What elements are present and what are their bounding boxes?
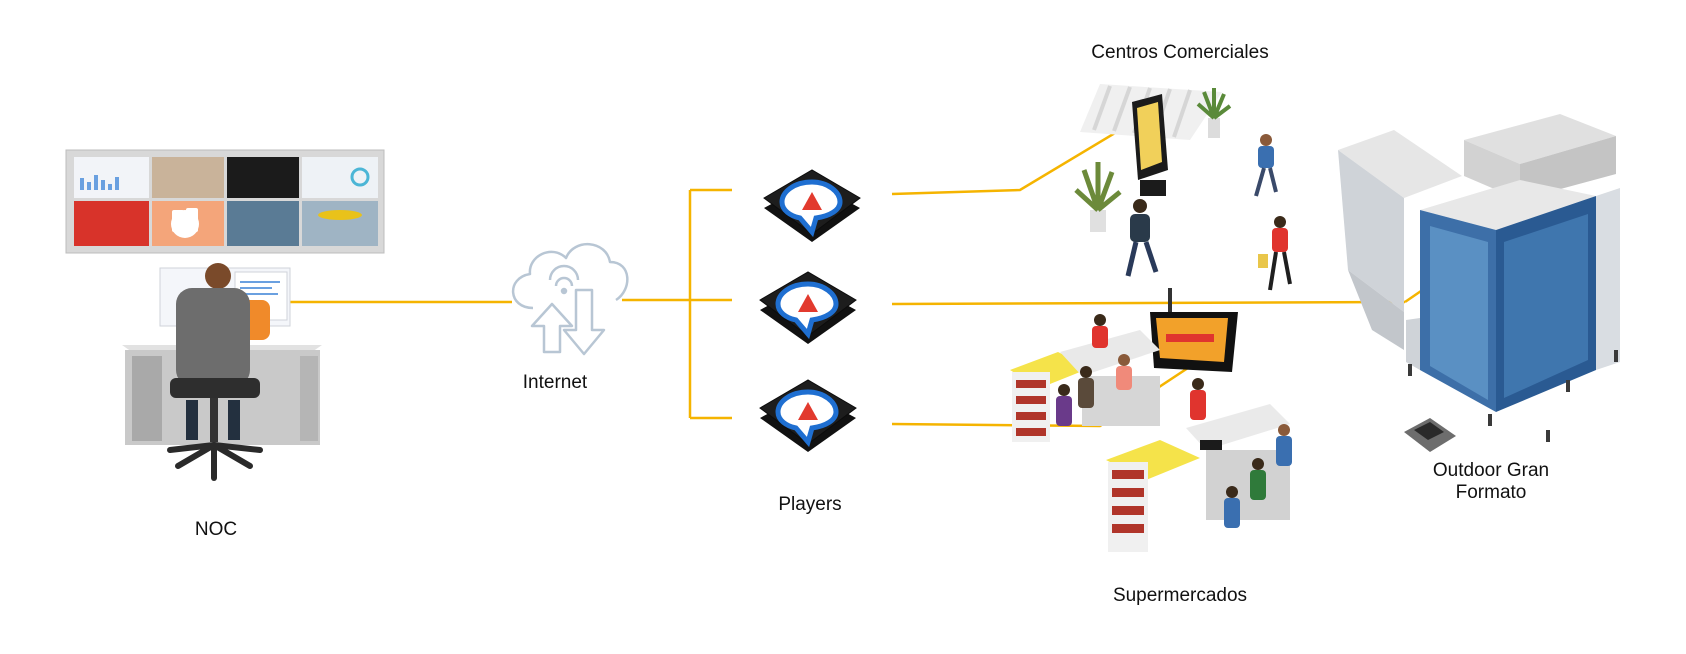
internet-label: Internet [522, 372, 588, 393]
shoppers [1056, 314, 1292, 528]
malls-label: Centros Comerciales [1091, 42, 1269, 63]
car [1404, 418, 1456, 452]
noc-video-wall [65, 149, 385, 254]
player-device-2 [759, 271, 857, 344]
cloud-upload-download-icon [511, 242, 629, 356]
outdoor-building-scene [1338, 114, 1620, 452]
noc-label: NOC [194, 519, 238, 540]
connector-lines [290, 116, 1489, 428]
players-label: Players [778, 494, 842, 515]
outdoor-label: Outdoor Gran Formato [1432, 460, 1550, 503]
supermarkets-label: Supermercados [1112, 585, 1248, 606]
player-device-3 [759, 379, 857, 452]
player-device-1 [763, 169, 861, 242]
mall-scene [1074, 84, 1292, 291]
supermarket-scene [1010, 288, 1292, 552]
noc-operator-desk [122, 263, 322, 481]
player-2-to-outdoor-line [891, 300, 1406, 306]
player-1-to-mall-line [891, 116, 1141, 196]
